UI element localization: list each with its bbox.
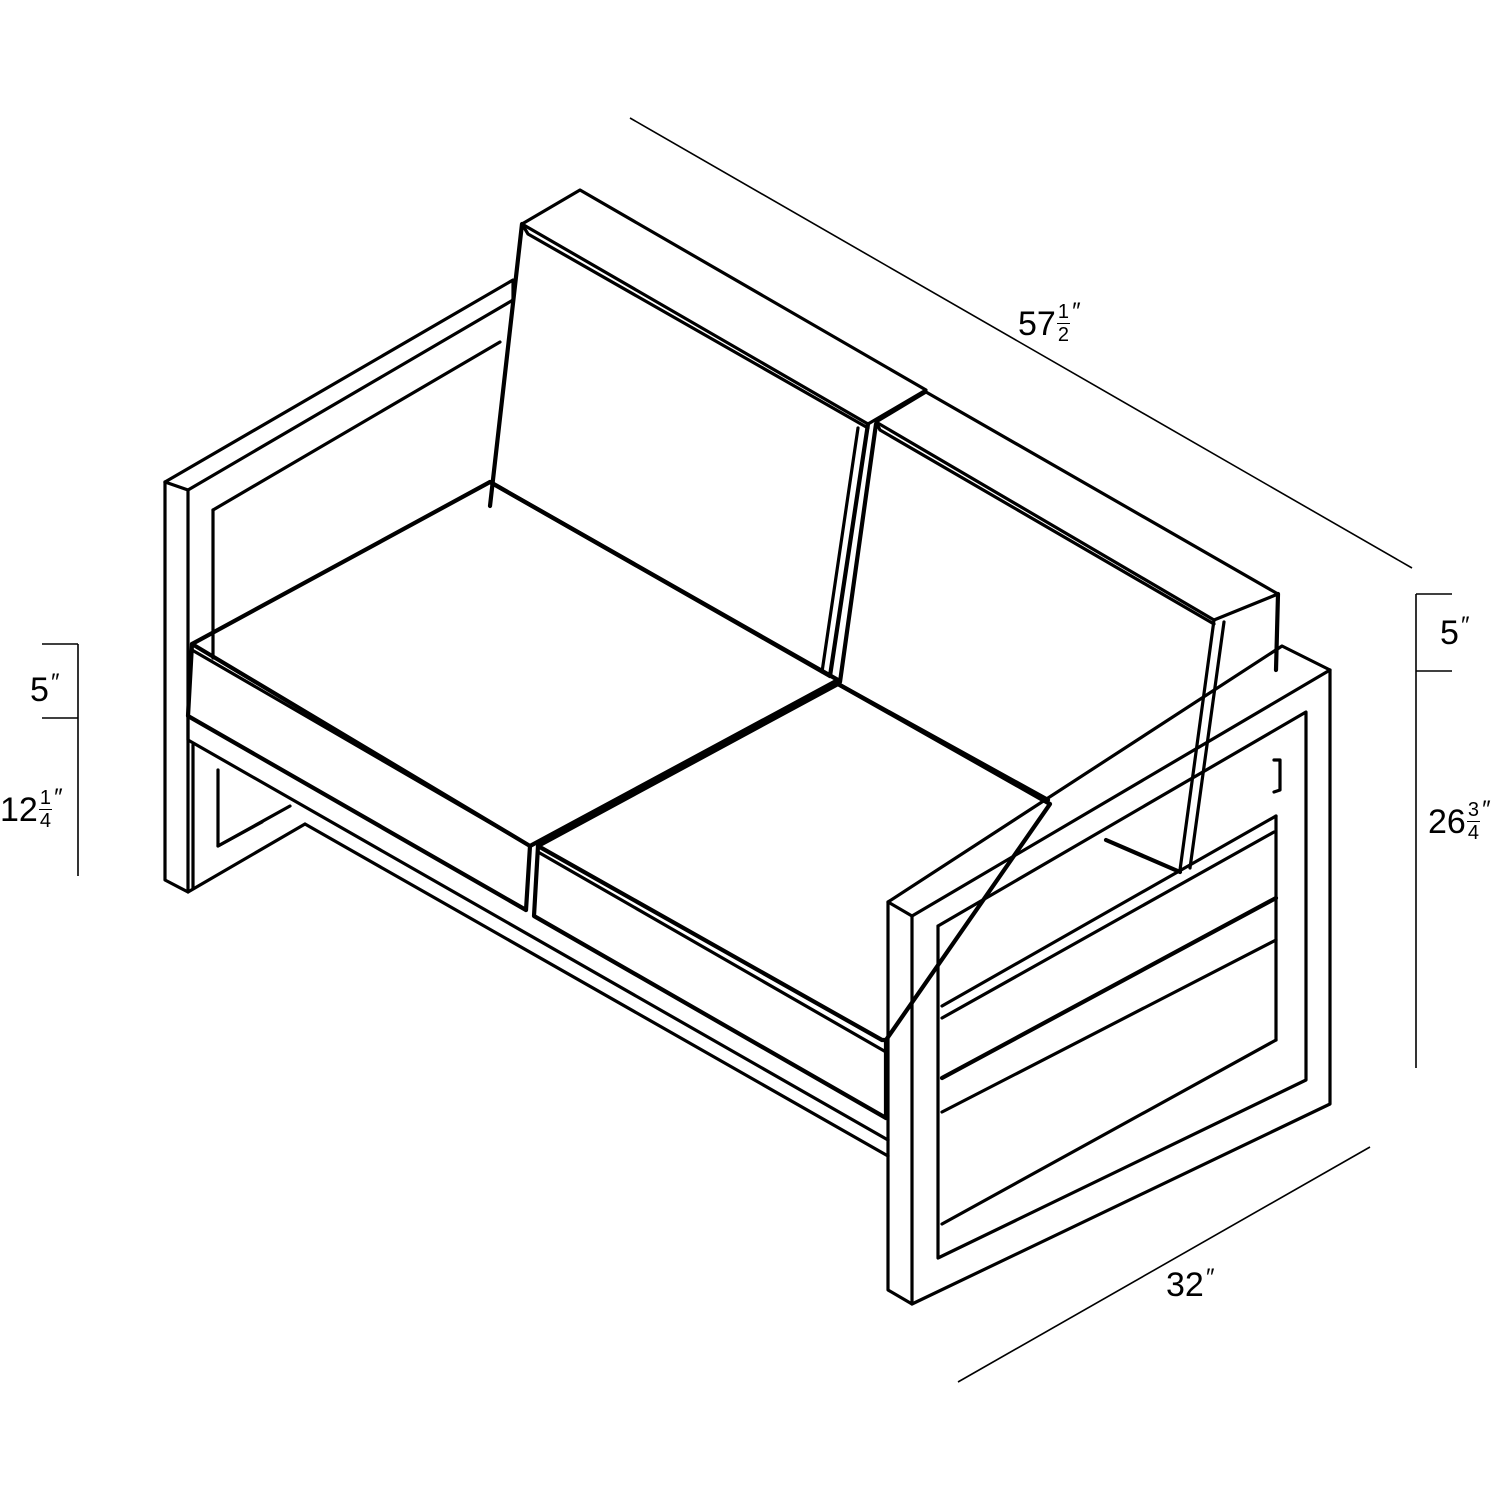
left-arm-frame bbox=[163, 278, 515, 894]
fraction: 1 4 bbox=[38, 787, 52, 832]
right-arm-frame bbox=[886, 644, 1332, 1306]
height-dimension-bracket bbox=[1415, 593, 1452, 1068]
fraction: 3 4 bbox=[1466, 799, 1480, 844]
width-dimension-label: 57 1 2 ″ bbox=[1018, 298, 1080, 346]
dimension-lines bbox=[42, 117, 1452, 1383]
seat-height-label: 12 1 4 ″ bbox=[0, 784, 62, 832]
depth-dimension-label: 32 ″ bbox=[1166, 1264, 1214, 1304]
seat-height-dimension-bracket bbox=[42, 643, 79, 876]
seat-cushion-left bbox=[185, 479, 841, 913]
seat-cushion-thickness-label: 5 ″ bbox=[30, 669, 59, 709]
back-cushion-right bbox=[835, 390, 1281, 875]
back-cushion-offset-label: 5 ″ bbox=[1440, 612, 1469, 652]
width-dimension-line bbox=[629, 117, 1413, 569]
overall-height-label: 26 3 4 ″ bbox=[1428, 796, 1490, 844]
fraction: 1 2 bbox=[1056, 301, 1070, 346]
seat-base-rail bbox=[186, 714, 890, 1158]
seat-cushion-middle bbox=[531, 681, 1053, 1121]
depth-dimension-line bbox=[957, 1146, 1371, 1383]
back-cushion-left bbox=[487, 188, 928, 679]
